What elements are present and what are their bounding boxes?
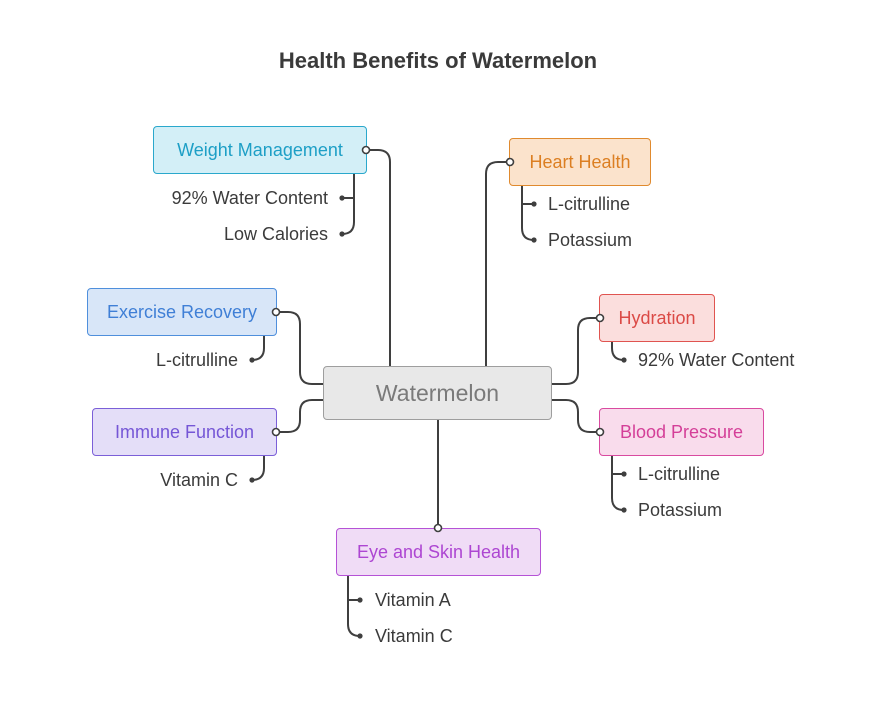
link-blood — [552, 399, 600, 433]
link-exercise — [276, 311, 323, 385]
topic-eye-skin-health: Eye and Skin Health — [336, 528, 541, 576]
link-heart — [485, 161, 510, 366]
topic-immune-function: Immune Function — [92, 408, 277, 456]
diagram-title: Health Benefits of Watermelon — [278, 48, 598, 73]
topic-weight-management: Weight Management — [153, 126, 367, 174]
link-immune — [276, 399, 323, 433]
leaf-blood-citrulline: L-citrulline — [638, 464, 721, 484]
topic-blood-pressure: Blood Pressure — [599, 408, 764, 456]
leaf-heart-citrulline: L-citrulline — [548, 194, 631, 214]
leaf-eye-vitamin-a: Vitamin A — [375, 590, 451, 610]
link-hydration — [552, 317, 600, 385]
link-weight — [366, 149, 391, 366]
leaf-hydration-water: 92% Water Content — [638, 350, 795, 370]
central-node: Watermelon — [323, 366, 552, 420]
leaf-eye-vitamin-c: Vitamin C — [375, 626, 453, 646]
leaf-blood-potassium: Potassium — [638, 500, 723, 520]
leaf-weight-calories: Low Calories — [223, 224, 328, 244]
topic-heart-health: Heart Health — [509, 138, 651, 186]
leaf-heart-potassium: Potassium — [548, 230, 633, 250]
topic-exercise-recovery: Exercise Recovery — [87, 288, 277, 336]
leaf-weight-water: 92% Water Content — [171, 188, 328, 208]
leaf-immune-vitamin-c: Vitamin C — [160, 470, 238, 490]
topic-hydration: Hydration — [599, 294, 715, 342]
leaf-exercise-citrulline: L-citrulline — [155, 350, 238, 370]
